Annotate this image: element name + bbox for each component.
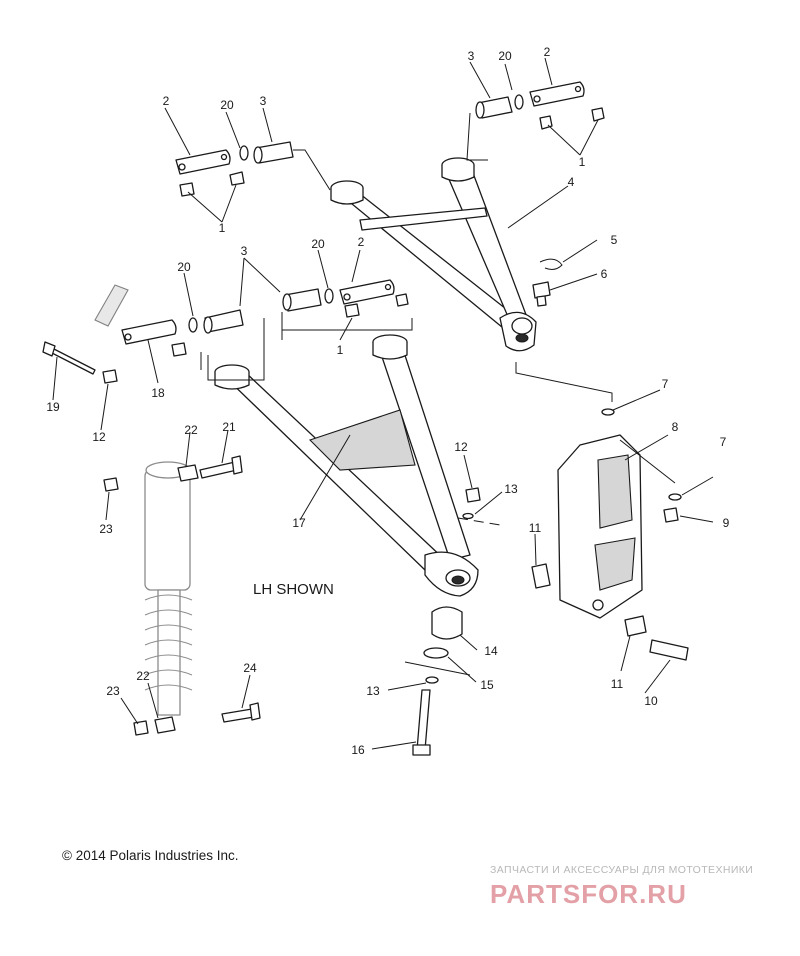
callout-labels: 3 20 2 1 2 20 3 1 4 5 6 3 20 2 20 1 18 1…	[46, 45, 729, 757]
callout-11-right: 11	[611, 677, 624, 691]
callout-8: 8	[672, 420, 679, 434]
spindle	[515, 362, 689, 661]
watermark-line: ЗАПЧАСТИ И АКСЕССУАРЫ ДЛЯ МОТОТЕХНИКИ	[490, 864, 753, 876]
callout-20-lower: 20	[311, 237, 325, 251]
callout-1-upper-left: 1	[219, 221, 226, 235]
callout-5: 5	[611, 233, 618, 247]
callout-14: 14	[484, 644, 498, 658]
callout-19: 19	[46, 400, 60, 414]
callout-2-upper-right: 2	[544, 45, 551, 59]
callout-20-lower-left: 20	[177, 260, 191, 274]
callout-24: 24	[243, 661, 257, 675]
callout-1-upper-right: 1	[579, 155, 586, 169]
callout-9: 9	[723, 516, 730, 530]
ball-joint-hardware	[404, 258, 563, 756]
callout-3-upper-left: 3	[260, 94, 267, 108]
callout-2-lower: 2	[358, 235, 365, 249]
watermark-logo: PARTSFOR.RU	[490, 879, 687, 909]
callout-23-lower: 23	[106, 684, 120, 698]
long-bolt-19	[42, 341, 118, 384]
callout-3-upper-right: 3	[468, 49, 475, 63]
callout-4: 4	[568, 175, 575, 189]
callout-18: 18	[151, 386, 165, 400]
watermark: ЗАПЧАСТИ И АКСЕССУАРЫ ДЛЯ МОТОТЕХНИКИ PA…	[490, 864, 753, 909]
callout-22-lower: 22	[136, 669, 150, 683]
callout-21: 21	[222, 420, 236, 434]
callout-7-top: 7	[662, 377, 669, 391]
callout-17: 17	[292, 516, 306, 530]
shock-absorber	[144, 461, 193, 716]
lower-a-arm	[214, 334, 479, 597]
callout-23-upper: 23	[99, 522, 113, 536]
callout-10: 10	[644, 694, 658, 708]
callout-6: 6	[601, 267, 608, 281]
callout-13-upper: 13	[504, 482, 518, 496]
lower-left-pin-set	[94, 284, 265, 381]
callout-15: 15	[480, 678, 494, 692]
callout-22-upper: 22	[184, 423, 198, 437]
callout-20-upper-right: 20	[498, 49, 512, 63]
shock-hardware	[103, 455, 261, 736]
lower-mid-pin-set	[281, 279, 413, 340]
callout-2-upper-left: 2	[163, 94, 170, 108]
upper-a-arm	[330, 157, 537, 352]
callout-7-right: 7	[720, 435, 727, 449]
callout-16: 16	[351, 743, 365, 757]
callout-3-lower: 3	[241, 244, 248, 258]
upper-right-pin-set	[475, 81, 605, 130]
callout-12-center: 12	[454, 440, 468, 454]
upper-left-pin-set	[175, 141, 294, 197]
callout-11-left: 11	[529, 521, 542, 535]
callout-13-lower: 13	[366, 684, 380, 698]
copyright-text: © 2014 Polaris Industries Inc.	[62, 848, 239, 863]
callout-1-lower: 1	[337, 343, 344, 357]
lh-shown-note: LH SHOWN	[253, 581, 334, 598]
callout-20-upper-left: 20	[220, 98, 234, 112]
leader-lines	[52, 57, 714, 750]
callout-12-left: 12	[92, 430, 106, 444]
